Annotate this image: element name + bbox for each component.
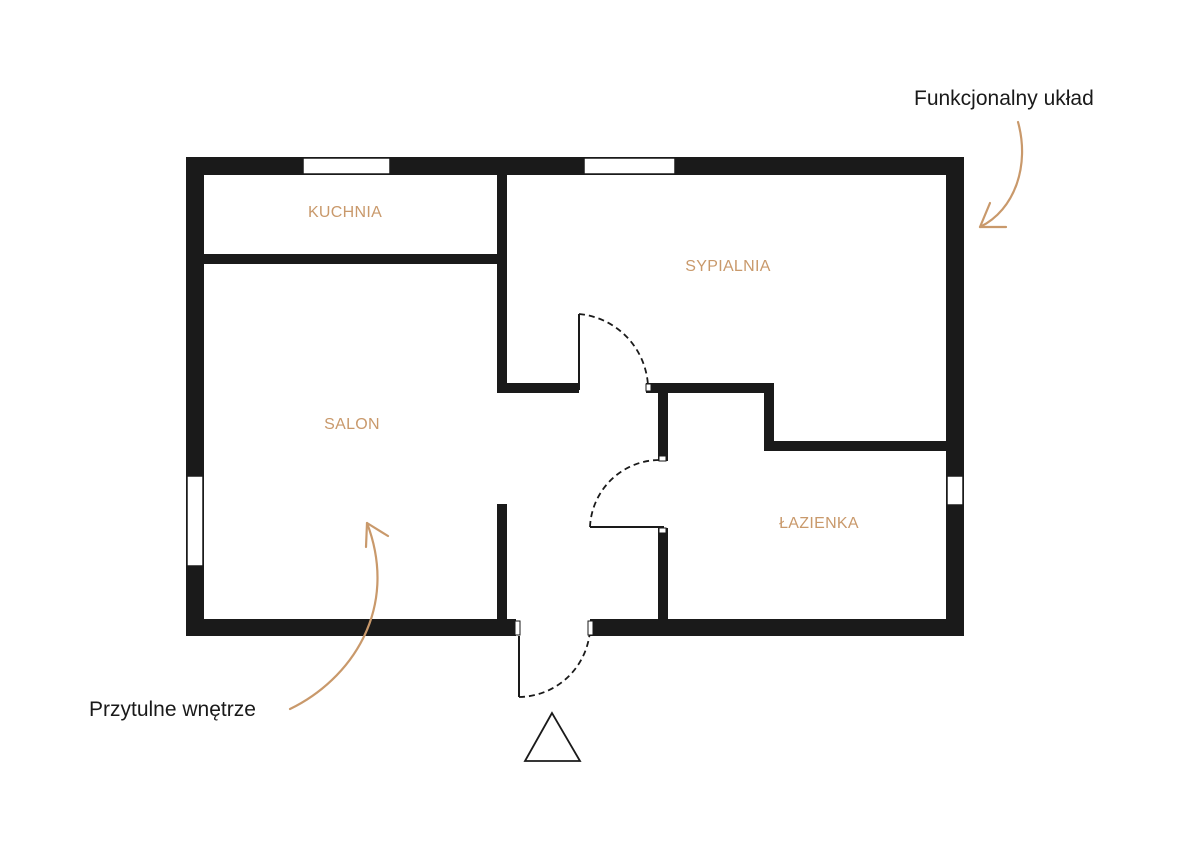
annotation-functional-layout: Funkcjonalny układ	[914, 87, 1094, 110]
door-bathroom	[589, 455, 667, 534]
wall-bottom-right	[590, 619, 964, 636]
arrow-bottom-left-icon	[288, 521, 390, 711]
window-bedroom	[583, 157, 676, 175]
window-kitchen	[302, 157, 391, 175]
wall-bath-step-vertical	[764, 383, 774, 451]
room-label-kitchen: KUCHNIA	[308, 204, 382, 221]
wall-kitchen-bedroom	[497, 175, 507, 393]
wall-bath-left-upper	[658, 383, 668, 461]
wall-bottom-left	[186, 619, 516, 636]
interior-walls	[204, 175, 946, 619]
room-label-bedroom: SYPIALNIA	[685, 258, 770, 275]
annotation-cozy-interior: Przytulne wnętrze	[89, 698, 256, 721]
window-bathroom	[946, 475, 964, 506]
outer-walls	[186, 157, 964, 636]
entrance-triangle-icon	[523, 711, 582, 762]
door-entrance	[514, 620, 594, 698]
wall-bath-top	[646, 383, 774, 393]
wall-bath-left-lower	[658, 528, 668, 619]
wall-salon-hall	[497, 504, 507, 619]
room-label-living: SALON	[324, 416, 380, 433]
windows	[186, 157, 964, 567]
wall-right	[946, 157, 964, 636]
wall-bedroom-hall	[497, 383, 579, 393]
wall-kitchen-salon	[204, 254, 506, 264]
room-label-bathroom: ŁAZIENKA	[779, 515, 859, 532]
wall-bath-step-horizontal	[764, 441, 946, 451]
door-bedroom	[578, 313, 652, 392]
window-salon	[186, 475, 204, 567]
arrow-top-right-icon	[978, 120, 1024, 229]
